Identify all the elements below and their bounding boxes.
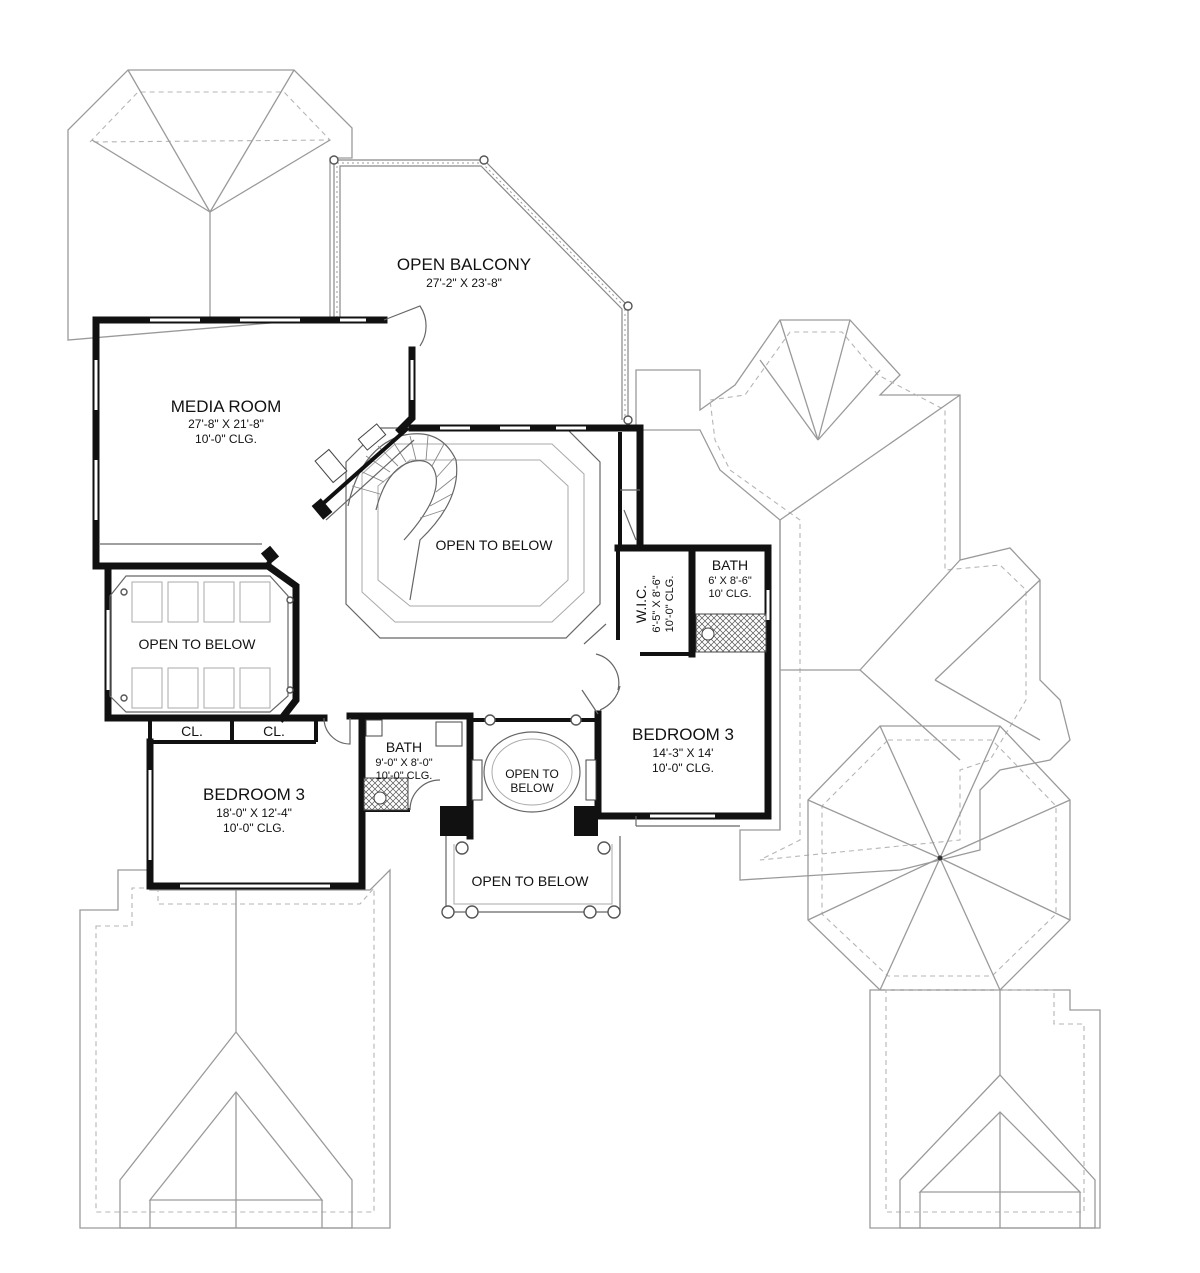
oval-foyer bbox=[466, 714, 598, 840]
bedroom-left-walls bbox=[146, 712, 366, 890]
bath-center-ceiling: 10'-0" CLG. bbox=[376, 770, 433, 782]
open-below-left bbox=[104, 498, 333, 723]
label-bath-center: BATH 9'-0" X 8'-0" 10'-0" CLG. bbox=[375, 739, 432, 782]
roof-bottom-right bbox=[869, 989, 1101, 1229]
open-below-oval-line1: OPEN TO bbox=[505, 767, 559, 781]
roof-right bbox=[635, 319, 1071, 881]
bedroom-left-ceiling: 10'-0" CLG. bbox=[223, 821, 285, 835]
wic-ceiling: 10'-0" CLG. bbox=[664, 576, 676, 633]
wic-size: 6'-5" X 8'-6" bbox=[651, 575, 663, 632]
bath-center-name: BATH bbox=[386, 739, 422, 755]
bedroom-right-ceiling: 10'-0" CLG. bbox=[652, 761, 714, 775]
roof-octagon bbox=[807, 725, 1071, 991]
closets bbox=[146, 714, 328, 744]
roof-bottom-left bbox=[79, 868, 391, 1229]
label-media-room: MEDIA ROOM 27'-8" X 21'-8" 10'-0" CLG. bbox=[171, 397, 282, 446]
bath-right-name: BATH bbox=[712, 557, 748, 573]
media-room bbox=[92, 305, 427, 570]
open-below-oval-line2: BELOW bbox=[510, 781, 554, 795]
bath-right-ceiling: 10' CLG. bbox=[708, 588, 751, 600]
bedroom-right-name: BEDROOM 3 bbox=[632, 725, 734, 744]
open-balcony-size: 27'-2" X 23'-8" bbox=[426, 276, 502, 290]
stair-open-area bbox=[316, 426, 601, 639]
open-below-porch-label: OPEN TO BELOW bbox=[472, 873, 590, 889]
porch-open-below bbox=[441, 836, 621, 919]
open-balcony-name: OPEN BALCONY bbox=[397, 255, 531, 274]
wic-bath-right bbox=[583, 544, 772, 820]
label-bath-right: BATH 6' X 8'-6" 10' CLG. bbox=[708, 557, 752, 600]
label-open-balcony: OPEN BALCONY 27'-2" X 23'-8" bbox=[397, 255, 531, 290]
bedroom-left-size: 18'-0" X 12'-4" bbox=[216, 806, 292, 820]
media-room-name: MEDIA ROOM bbox=[171, 397, 282, 416]
roof-top-left bbox=[67, 69, 353, 341]
media-room-size: 27'-8" X 21'-8" bbox=[188, 417, 264, 431]
stair-top-wall bbox=[408, 424, 644, 552]
closet-2-label: CL. bbox=[263, 723, 285, 739]
bedroom-left-name: BEDROOM 3 bbox=[203, 785, 305, 804]
closet-1-label: CL. bbox=[181, 723, 203, 739]
media-room-ceiling: 10'-0" CLG. bbox=[195, 432, 257, 446]
label-bedroom-left: BEDROOM 3 18'-0" X 12'-4" 10'-0" CLG. bbox=[203, 785, 305, 835]
label-open-below-oval: OPEN TO BELOW bbox=[505, 767, 559, 795]
bath-center bbox=[358, 712, 474, 836]
bath-center-size: 9'-0" X 8'-0" bbox=[375, 757, 432, 769]
wic-name: W.I.C. bbox=[633, 585, 649, 623]
bath-right-size: 6' X 8'-6" bbox=[708, 575, 752, 587]
label-bedroom-right: BEDROOM 3 14'-3" X 14' 10'-0" CLG. bbox=[632, 725, 734, 775]
open-below-stair-label: OPEN TO BELOW bbox=[436, 537, 554, 553]
balcony-railing bbox=[329, 155, 633, 425]
open-below-left-label: OPEN TO BELOW bbox=[139, 636, 257, 652]
label-wic: W.I.C. 6'-5" X 8'-6" 10'-0" CLG. bbox=[633, 575, 676, 632]
bedroom-right-walls bbox=[581, 685, 740, 827]
bedroom-right-size: 14'-3" X 14' bbox=[653, 746, 714, 760]
